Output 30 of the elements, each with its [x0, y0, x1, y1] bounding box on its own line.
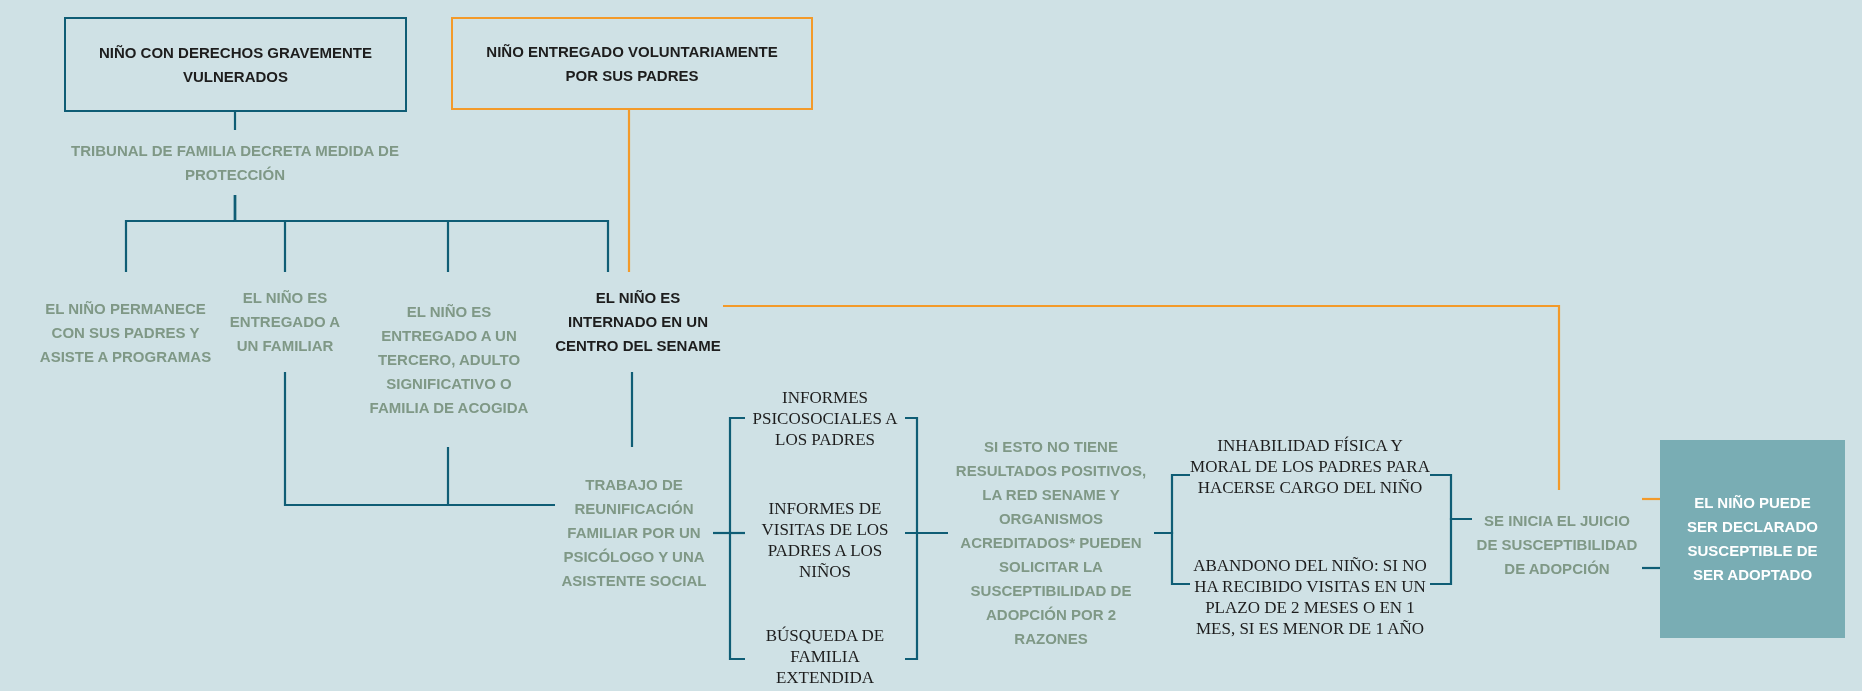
connector-line: [905, 531, 948, 661]
step-text: EL NIÑO ES INTERNADO EN UN CENTRO DEL SENAME: [554, 288, 722, 356]
connector-line: [627, 110, 631, 272]
connector-line: [630, 372, 634, 447]
reason-text: INFORMES PSICOSOCIALES A LOS PADRES: [751, 386, 899, 450]
step-text: SE INICIA EL JUICIO DE SUSCEPTIBILIDAD DE ADOPCIÓN: [1475, 511, 1639, 579]
reason-text: BÚSQUEDA DE FAMILIA EXTENDIDA: [764, 624, 886, 688]
reason-text: INFORMES DE VISITAS DE LOS PADRES A LOS NIÑOS: [760, 498, 890, 582]
step-text: EL NIÑO ES ENTREGADO A UN TERCERO, ADULTO SIGNIFICATIVO O FAMILIA DE ACOGIDA: [368, 301, 530, 418]
process-box: [451, 17, 813, 110]
connector-line: [1430, 517, 1472, 586]
step-text: EL NIÑO ES ENTREGADO A UN FAMILIAR: [228, 288, 342, 356]
step-text: SI ESTO NO TIENE RESULTADOS POSITIVOS, LA RED SENAME Y ORGANISMOS ACREDITADOS* PUEDEN SOLICITAR LA SUSCEPTIBILIDAD DE ADOPCIÓN POR 2 RAZONES: [954, 436, 1148, 649]
box-label: NIÑO CON DERECHOS GRAVEMENTE VULNERADOS: [97, 42, 374, 87]
connector-line: [233, 195, 610, 272]
connector-line: [1642, 566, 1660, 570]
box-label: EL NIÑO PUEDE SER DECLARADO SUSCEPTIBLE DE SER ADOPTADO: [1686, 493, 1819, 585]
connector-line: [1154, 531, 1190, 586]
reason-text: INHABILIDAD FÍSICA Y MORAL DE LOS PADRES PARA HACERSE CARGO DEL NIÑO: [1190, 434, 1430, 498]
connector-line: [446, 447, 555, 507]
connector-line: [233, 112, 237, 130]
box-label: NIÑO ENTREGADO VOLUNTARIAMENTE POR SUS PADRES: [485, 41, 779, 86]
reason-text: ABANDONO DEL NIÑO: SI NO HA RECIBIDO VISITAS EN UN PLAZO DE 2 MESES O EN 1 MES, SI ES MENOR DE 1 AÑO: [1192, 555, 1428, 639]
step-text: TRIBUNAL DE FAMILIA DECRETA MEDIDA DE PROTECCIÓN: [70, 140, 400, 185]
connector-line: [723, 304, 1561, 490]
process-box: [64, 17, 407, 112]
step-text: EL NIÑO PERMANECE CON SUS PADRES Y ASISTE A PROGRAMAS: [38, 299, 213, 367]
result-box: [1660, 440, 1845, 638]
connector-line: [1642, 497, 1660, 501]
step-text: TRABAJO DE REUNIFICACIÓN FAMILIAR POR UN PSICÓLOGO Y UNA ASISTENTE SOCIAL: [560, 475, 708, 591]
